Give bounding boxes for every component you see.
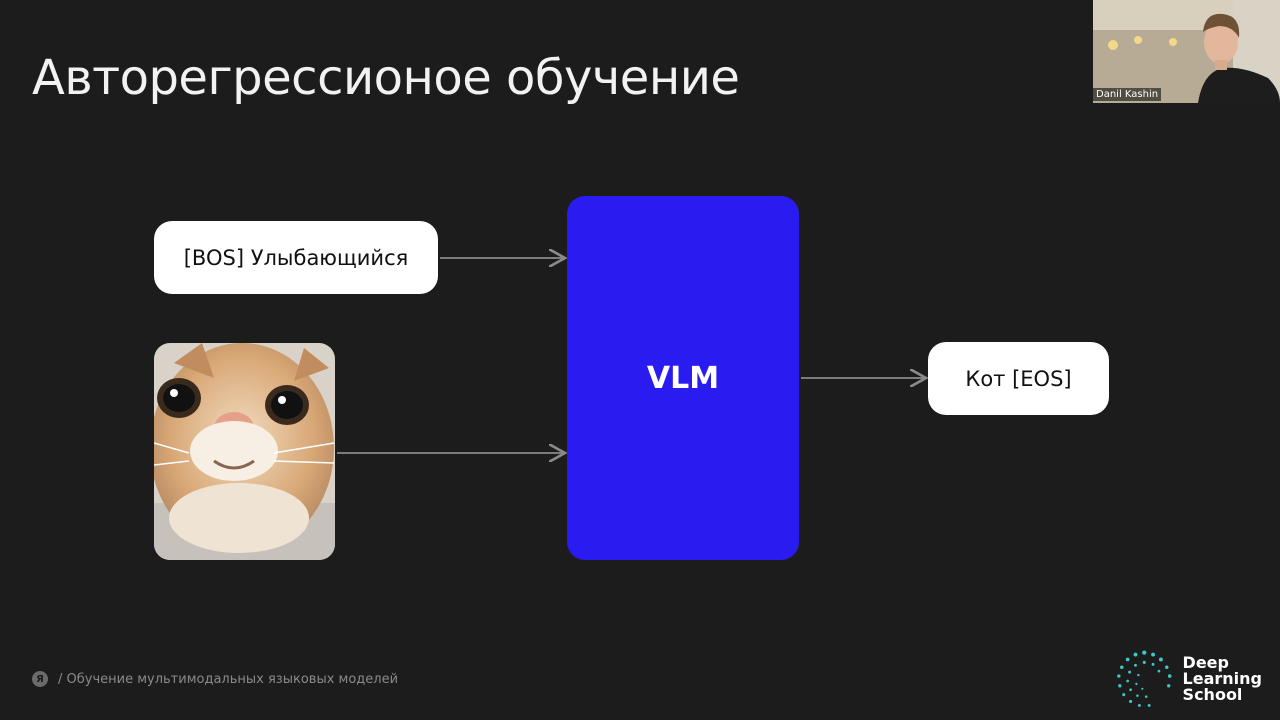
cat-illustration <box>154 343 335 560</box>
yandex-logo-icon: Я <box>32 671 48 687</box>
output-text-box: Кот [EOS] <box>928 342 1109 415</box>
dls-wordmark: Deep Learning School <box>1183 655 1262 703</box>
vlm-model-block: VLM <box>567 196 799 560</box>
dls-line-deep: Deep <box>1182 653 1229 672</box>
speaker-video-frame <box>1093 0 1280 103</box>
dls-line-school: School <box>1182 685 1243 704</box>
cat-image <box>154 343 335 560</box>
speaker-name-label: Danil Kashin <box>1093 88 1162 101</box>
dls-logo: Deep Learning School <box>1112 646 1262 712</box>
input-text-box: [BOS] Улыбающийся <box>154 221 438 294</box>
slide-title: Авторегрессионое обучение <box>32 50 740 106</box>
course-name: / Обучение мультимодальных языковых моде… <box>58 671 399 687</box>
dls-spiral-icon <box>1117 650 1172 707</box>
slide-footer: Я / Обучение мультимодальных языковых мо… <box>32 671 398 687</box>
dls-line-learning: Learning <box>1182 669 1262 688</box>
speaker-video-thumbnail[interactable]: Danil Kashin <box>1093 0 1280 103</box>
